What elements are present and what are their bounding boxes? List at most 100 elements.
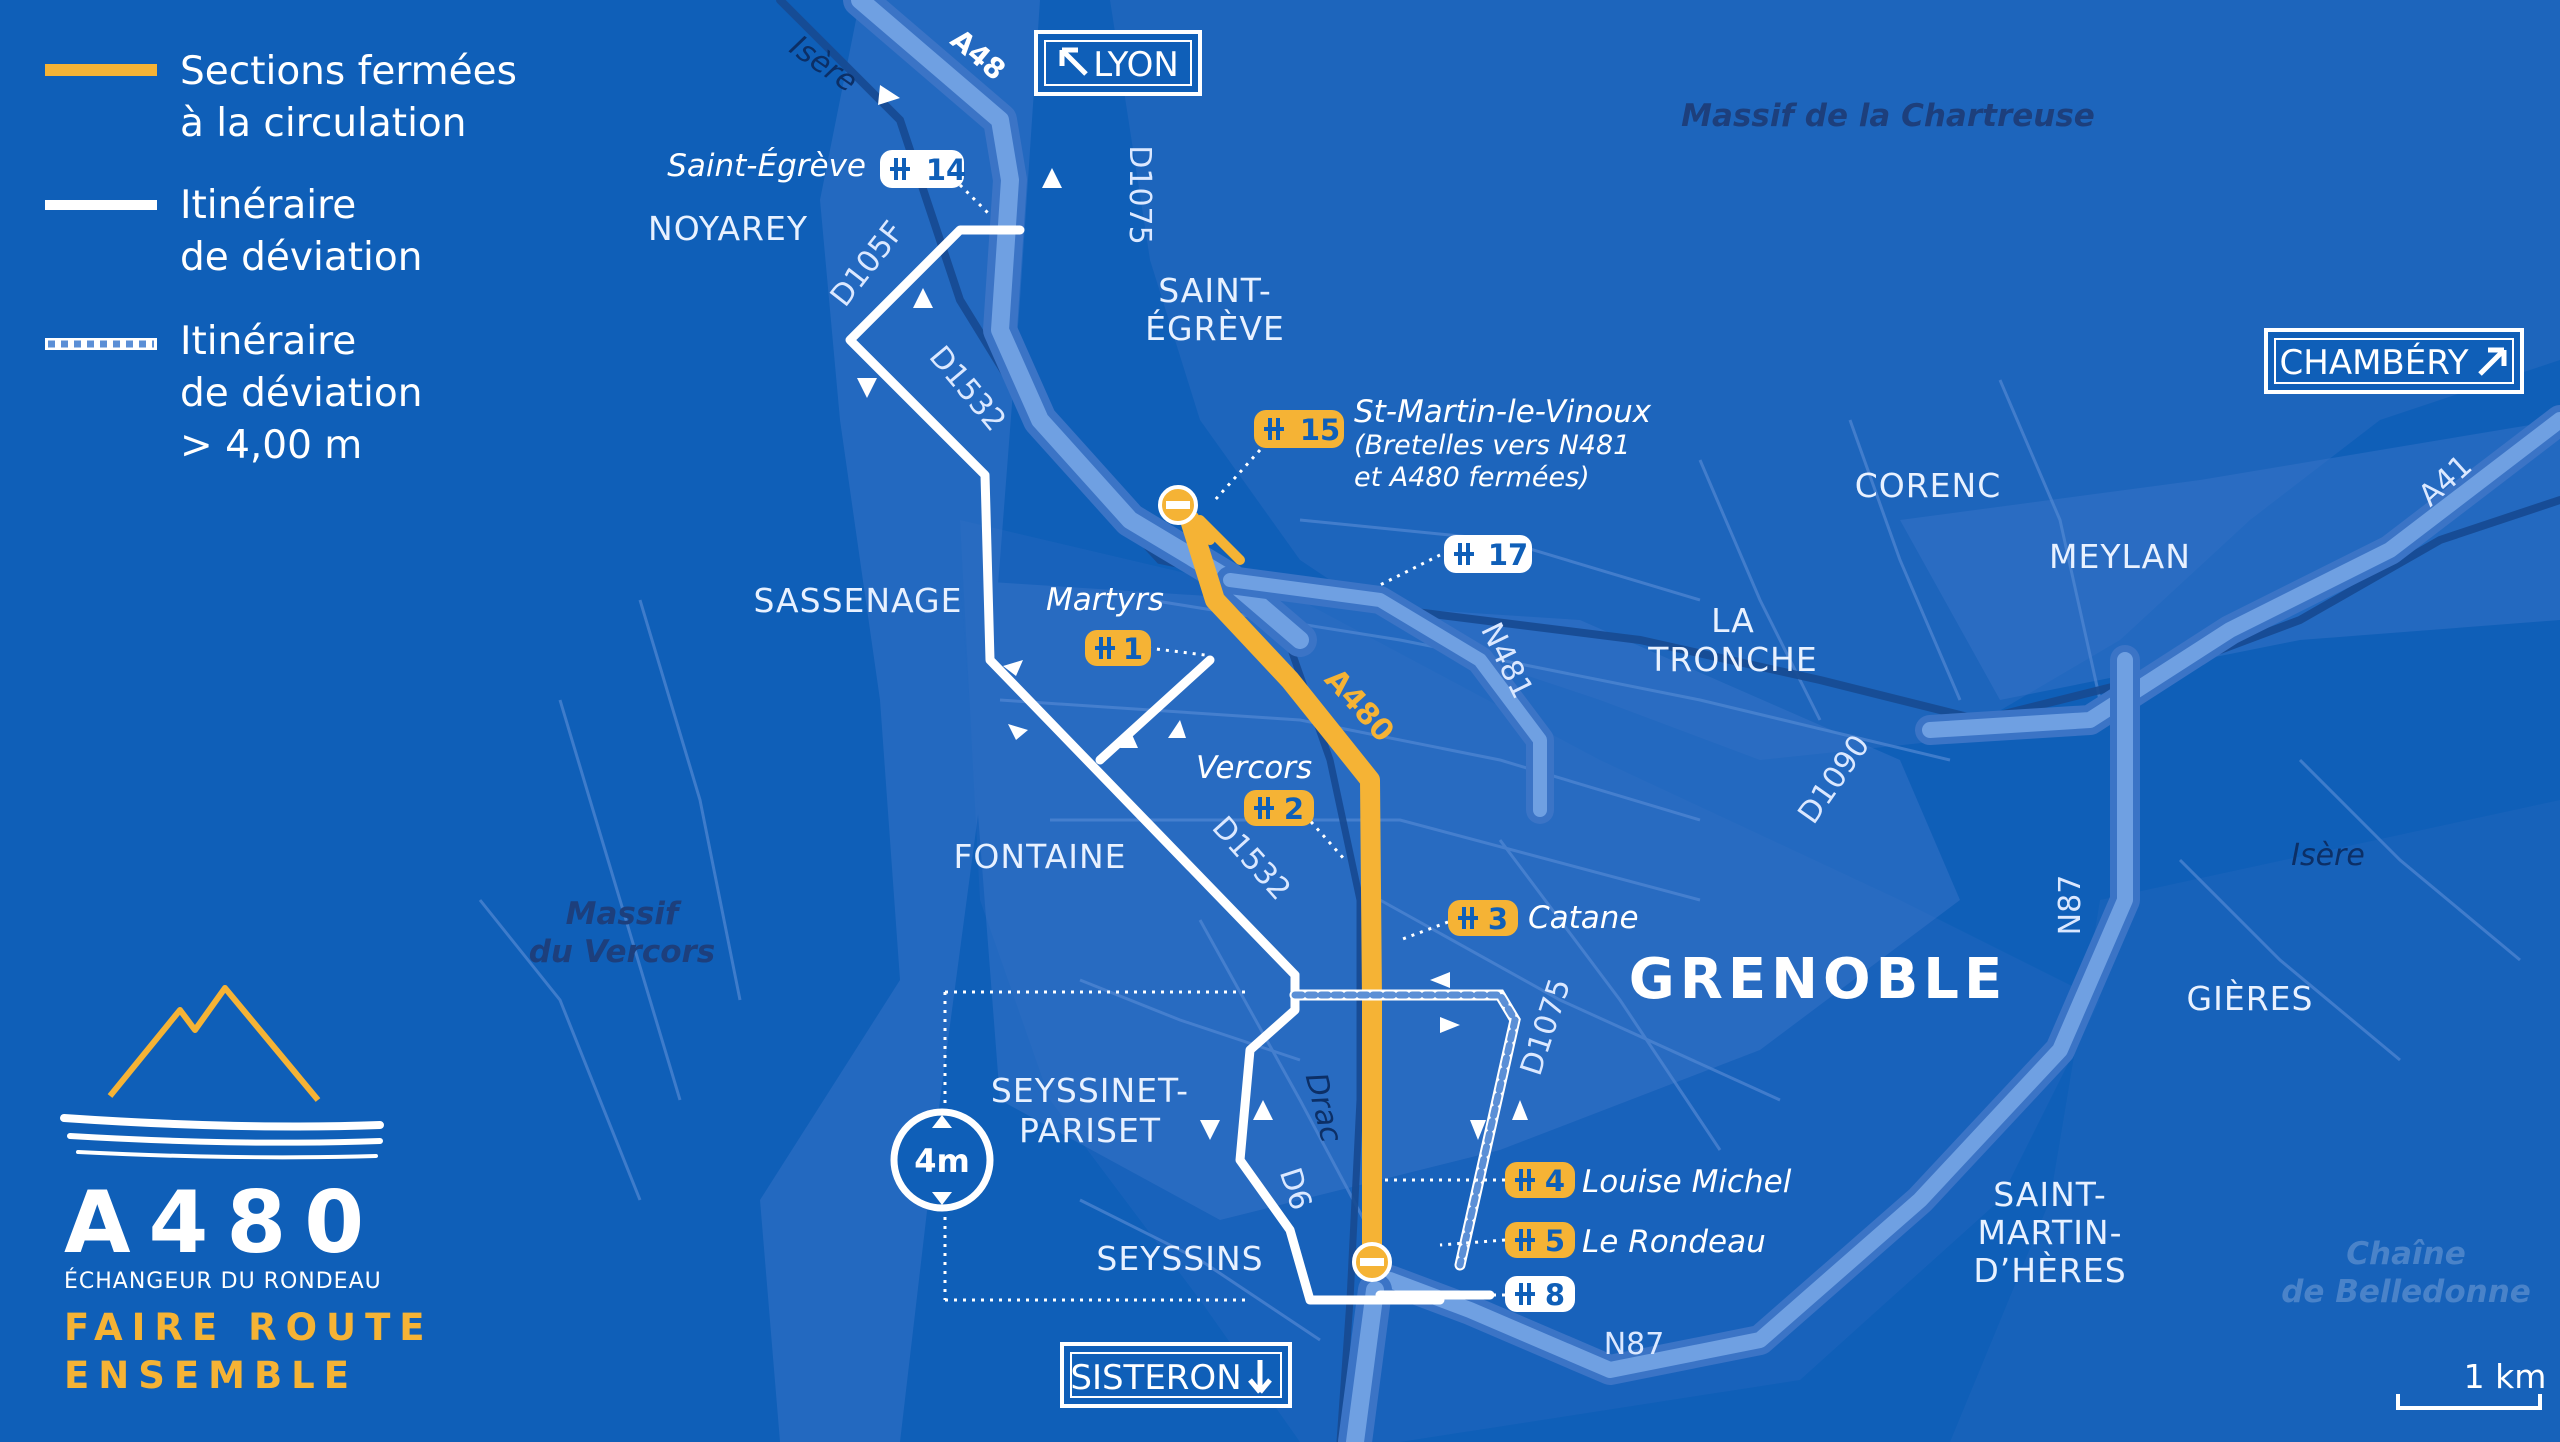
legend-detour-line1: Itinéraire bbox=[180, 183, 356, 228]
arrow-up-right-icon bbox=[2478, 347, 2507, 376]
height-limit-value: 4m bbox=[914, 1142, 970, 1180]
brand-slogan-line2: ENSEMBLE bbox=[64, 1354, 358, 1397]
exit-label-4: Louise Michel bbox=[1582, 1164, 1792, 1200]
exit-badge-4: 4 bbox=[1505, 1162, 1575, 1198]
motorway-network bbox=[843, 0, 2560, 1442]
exit-badge-17: 17 bbox=[1444, 535, 1532, 573]
arrow-icon bbox=[1168, 720, 1186, 738]
place-seyssinet-2: PARISET bbox=[1019, 1111, 1161, 1150]
legend-detour-high-line3: > 4,00 m bbox=[180, 423, 362, 468]
traffic-arrows bbox=[857, 85, 1528, 1140]
exit-label-1: Martyrs bbox=[1046, 582, 1164, 618]
place-seyssins: SEYSSINS bbox=[1096, 1239, 1263, 1278]
exit-note-15-line1: (Bretelles vers N481 bbox=[1354, 430, 1630, 461]
direction-label-chambery: CHAMBÉRY bbox=[2280, 342, 2469, 383]
svg-text:1: 1 bbox=[1123, 632, 1143, 666]
isere-river bbox=[776, 0, 2560, 725]
arrow-icon bbox=[857, 378, 877, 398]
direction-label-sisteron: SISTERON bbox=[1070, 1358, 1241, 1398]
place-sassenage: SASSENAGE bbox=[754, 581, 963, 620]
scale-bar: 1 km bbox=[2396, 1357, 2547, 1410]
legend-closed-line2: à la circulation bbox=[180, 101, 466, 146]
arrow-icon bbox=[1042, 168, 1062, 188]
height-limit-sign: 4m bbox=[890, 1108, 994, 1212]
scale-label: 1 km bbox=[2464, 1357, 2547, 1396]
arrow-icon bbox=[1440, 1017, 1460, 1033]
place-smh-2: MARTIN- bbox=[1977, 1213, 2122, 1252]
svg-text:17: 17 bbox=[1488, 538, 1528, 572]
road-label-n87-south: N87 bbox=[1604, 1327, 1665, 1362]
exit-badge-15: 15 bbox=[1254, 410, 1344, 448]
place-la-tronche-2: TRONCHE bbox=[1647, 640, 1817, 679]
place-meylan: MEYLAN bbox=[2049, 537, 2191, 576]
exit-badge-14: 14 bbox=[880, 150, 966, 188]
arrow-icon bbox=[1430, 972, 1450, 988]
legend-swatch-closed bbox=[45, 64, 157, 76]
massif-belledonne-1: Chaîne bbox=[2346, 1236, 2465, 1272]
exit-label-5: Le Rondeau bbox=[1582, 1224, 1766, 1260]
road-label-d1075-north: D1075 bbox=[1122, 145, 1157, 244]
arrow-icon bbox=[1200, 1120, 1220, 1140]
legend-detour-line2: de déviation bbox=[180, 235, 422, 280]
arrow-icon bbox=[1470, 1120, 1486, 1140]
arrow-icon bbox=[1120, 730, 1138, 748]
arrow-icon bbox=[878, 85, 900, 105]
arrow-icon bbox=[1003, 660, 1023, 676]
exit-label-2: Vercors bbox=[1196, 750, 1312, 786]
brand-block: A480 ÉCHANGEUR DU RONDEAU FAIRE ROUTE EN… bbox=[60, 985, 434, 1397]
direction-sign-chambery: CHAMBÉRY bbox=[2264, 328, 2524, 394]
massif-belledonne-2: de Belledonne bbox=[2281, 1274, 2531, 1310]
exit-label-14: Saint-Égrève bbox=[667, 148, 866, 184]
arrow-icon bbox=[1253, 1100, 1273, 1120]
exit-badge-3: 3 bbox=[1448, 900, 1518, 936]
massif-chartreuse: Massif de la Chartreuse bbox=[1681, 98, 2095, 134]
place-seyssinet-1: SEYSSINET- bbox=[991, 1071, 1189, 1110]
legend-closed-line1: Sections fermées bbox=[180, 49, 517, 94]
arrow-down-icon bbox=[1248, 1360, 1272, 1394]
place-saint-egreve-2: ÉGRÈVE bbox=[1145, 308, 1285, 348]
svg-text:8: 8 bbox=[1545, 1278, 1565, 1312]
svg-text:4: 4 bbox=[1545, 1164, 1565, 1198]
legend-swatch-detour bbox=[45, 200, 157, 210]
direction-label-lyon: LYON bbox=[1093, 45, 1179, 85]
svg-text:14: 14 bbox=[926, 153, 966, 187]
exit-badge-8: 8 bbox=[1505, 1276, 1575, 1312]
river-label-isere-east: Isère bbox=[2291, 838, 2365, 873]
exit-label-3: Catane bbox=[1528, 900, 1639, 936]
place-saint-egreve-1: SAINT- bbox=[1158, 271, 1272, 310]
svg-text:15: 15 bbox=[1300, 413, 1340, 447]
massif-vercors-1: Massif bbox=[566, 896, 682, 932]
arrow-icon bbox=[913, 288, 933, 308]
road-label-n87-east: N87 bbox=[2053, 875, 2088, 936]
brand-subtitle: ÉCHANGEUR DU RONDEAU bbox=[64, 1268, 382, 1294]
exit-badge-1: 1 bbox=[1085, 630, 1151, 666]
exit-badge-5: 5 bbox=[1505, 1222, 1575, 1258]
exit-label-15: St-Martin-le-Vinoux bbox=[1354, 394, 1652, 430]
place-grenoble: GRENOBLE bbox=[1629, 947, 2007, 1012]
place-corenc: CORENC bbox=[1855, 466, 2002, 505]
place-la-tronche-1: LA bbox=[1711, 601, 1755, 640]
place-fontaine: FONTAINE bbox=[953, 837, 1126, 876]
closure-markers bbox=[1158, 485, 1392, 1282]
svg-text:3: 3 bbox=[1488, 902, 1508, 936]
place-noyarey: NOYAREY bbox=[648, 209, 808, 248]
exit-note-15-line2: et A480 fermées) bbox=[1354, 462, 1590, 493]
arrow-icon bbox=[1512, 1100, 1528, 1120]
minor-roads bbox=[478, 379, 2521, 1342]
svg-text:2: 2 bbox=[1284, 792, 1304, 826]
legend-detour-high-line1: Itinéraire bbox=[180, 319, 356, 364]
place-smh-3: D’HÈRES bbox=[1973, 1250, 2126, 1290]
mountain-logo-icon bbox=[107, 985, 321, 1102]
brand-title: A480 bbox=[64, 1173, 382, 1273]
brand-slogan-line1: FAIRE ROUTE bbox=[64, 1306, 434, 1349]
arrow-up-left-icon bbox=[1059, 47, 1088, 76]
place-smh-1: SAINT- bbox=[1993, 1175, 2107, 1214]
arrow-icon bbox=[1008, 724, 1028, 740]
detour-high-vehicle bbox=[1289, 989, 1521, 1271]
exit-badge-2: 2 bbox=[1244, 790, 1314, 826]
massif-vercors-2: du Vercors bbox=[529, 934, 716, 970]
direction-sign-sisteron: SISTERON bbox=[1060, 1342, 1292, 1408]
legend-detour-high-line2: de déviation bbox=[180, 371, 422, 416]
direction-sign-lyon: LYON bbox=[1034, 30, 1202, 96]
